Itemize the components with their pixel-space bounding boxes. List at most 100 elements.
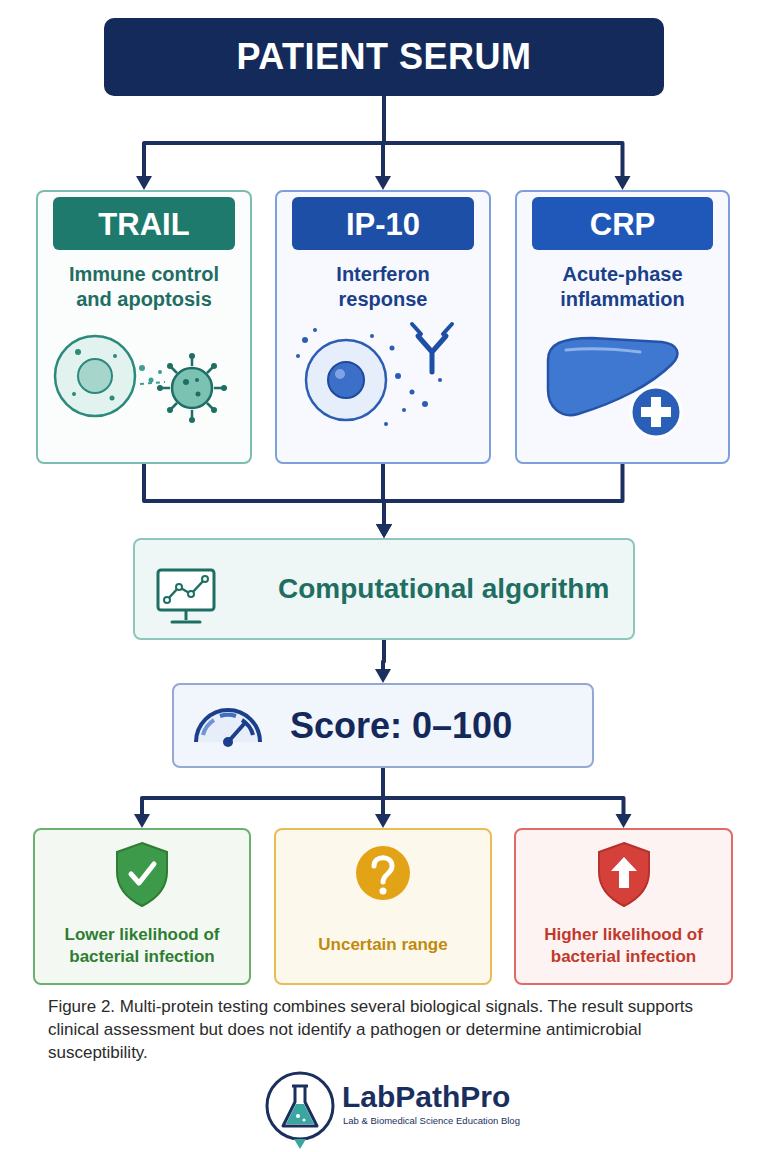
connector-line (383, 640, 384, 670)
monitor-icon-part (158, 570, 214, 610)
marker-description: Acute-phase inflammation (517, 262, 728, 312)
cell-virus-icon-part (113, 354, 117, 358)
connector-arrow (376, 464, 623, 538)
icon-part-part (296, 354, 300, 358)
icon-part-part (162, 387, 170, 390)
icon-part-part (422, 401, 428, 407)
liver-icon-part (651, 397, 661, 427)
connector-line (142, 768, 383, 815)
alert-shield-icon-part (599, 843, 649, 906)
icon-part-part (207, 367, 213, 373)
arrow-head (376, 524, 392, 538)
icon-part (162, 358, 222, 418)
monitor-icon-part (188, 591, 194, 597)
cell-virus-icon-part (172, 368, 212, 408)
icon-part-part (370, 334, 374, 338)
cell-virus-icon-part (158, 370, 162, 374)
icon-part-part (171, 403, 177, 409)
cell-virus-icon-part (149, 378, 154, 383)
marker-name: TRAIL (53, 208, 235, 239)
connector-arrow (375, 640, 391, 683)
icon-part-part (189, 417, 195, 423)
liver-icon-part (566, 349, 640, 352)
icon-part-part (189, 353, 195, 359)
liver-icon-part (548, 338, 677, 415)
connector-arrow (375, 96, 391, 190)
connector-arrow (384, 96, 631, 190)
title-text: PATIENT SERUM (104, 39, 664, 75)
interferon-cell-icon-part (412, 324, 452, 334)
marker-name: CRP (532, 208, 713, 239)
interferon-cell-icon-part (328, 362, 364, 398)
arrow-head (375, 669, 391, 683)
cell-virus-icon-part (72, 392, 76, 396)
marker-box: Interferon response IP-10 (275, 190, 491, 464)
interferon-cell-icon-part (306, 340, 386, 420)
monitor-icon-part (176, 584, 182, 590)
process-text: Computational algorithm (278, 575, 609, 603)
marker-box: Immune control and apoptosisTRAIL (36, 190, 252, 464)
question-icon-part (380, 888, 387, 895)
monitor-icon-part (167, 579, 205, 600)
interferon-cell-icon-part (418, 336, 446, 372)
check-shield-icon (117, 843, 167, 906)
arrow-head (376, 524, 392, 538)
cell-virus-icon-part (75, 349, 81, 355)
connector-line (381, 768, 385, 815)
marker-box: Acute-phase inflammation CRP (515, 190, 730, 464)
connector-line (384, 464, 623, 525)
score-text: Score: 0–100 (290, 708, 512, 744)
result-box: Uncertain range (274, 828, 492, 985)
liver-icon-part (641, 407, 671, 417)
result-text: Uncertain range (276, 934, 490, 956)
icon-part-part (221, 385, 227, 391)
icon-part-part (207, 403, 213, 409)
interferon-cell-icon (296, 324, 452, 426)
connector-line (144, 464, 384, 525)
figure-caption: Figure 2. Multi-protein testing combines… (48, 996, 728, 1065)
result-text: Higher likelihood of bacterial infection (516, 924, 731, 968)
logo-emblem-part (296, 1114, 300, 1118)
connector-arrow (144, 464, 392, 538)
result-box: Higher likelihood of bacterial infection (514, 828, 733, 985)
icon-part (296, 328, 442, 426)
logo-emblem-part (283, 1086, 317, 1126)
cell-virus-icon-part (55, 336, 135, 416)
icon-part-part (313, 328, 317, 332)
connector-arrow (136, 96, 384, 190)
logo-emblem-part (303, 1119, 306, 1122)
icon-part (157, 353, 227, 423)
connector-line (383, 96, 384, 177)
icon-part-part (157, 385, 163, 391)
monitor-icon-part (202, 576, 208, 582)
gauge-icon-part (203, 720, 214, 735)
arrow-head (375, 814, 391, 828)
connector-arrow (375, 768, 391, 828)
gauge-icon-part (242, 720, 253, 735)
logo-wordmark: LabPathPro (342, 1082, 510, 1112)
icon-part-part (402, 408, 406, 412)
question-icon (356, 846, 410, 900)
icon-part-part (167, 407, 173, 413)
marker-name: IP-10 (292, 208, 474, 239)
cell-virus-icon-part (78, 359, 112, 393)
result-text: Lower likelihood of bacterial infection (35, 924, 249, 968)
connector-arrow (376, 464, 392, 538)
check-shield-icon-part (131, 864, 154, 883)
result-box: Lower likelihood of bacterial infection (33, 828, 251, 985)
question-icon-part (356, 846, 410, 900)
connector-line (383, 768, 624, 815)
connector-arrow (134, 768, 383, 828)
icon-part-part (167, 363, 173, 369)
arrow-head (376, 524, 392, 538)
logo-emblem-part (286, 1104, 314, 1124)
connector-line (383, 464, 384, 525)
connector-line (144, 96, 384, 177)
marker-description: Interferon response (277, 262, 489, 312)
arrow-head (136, 176, 152, 190)
cell-virus-icon-part (196, 392, 201, 397)
arrow-head (134, 814, 150, 828)
icon-part-part (410, 390, 415, 395)
gauge-icon-part (220, 715, 236, 716)
